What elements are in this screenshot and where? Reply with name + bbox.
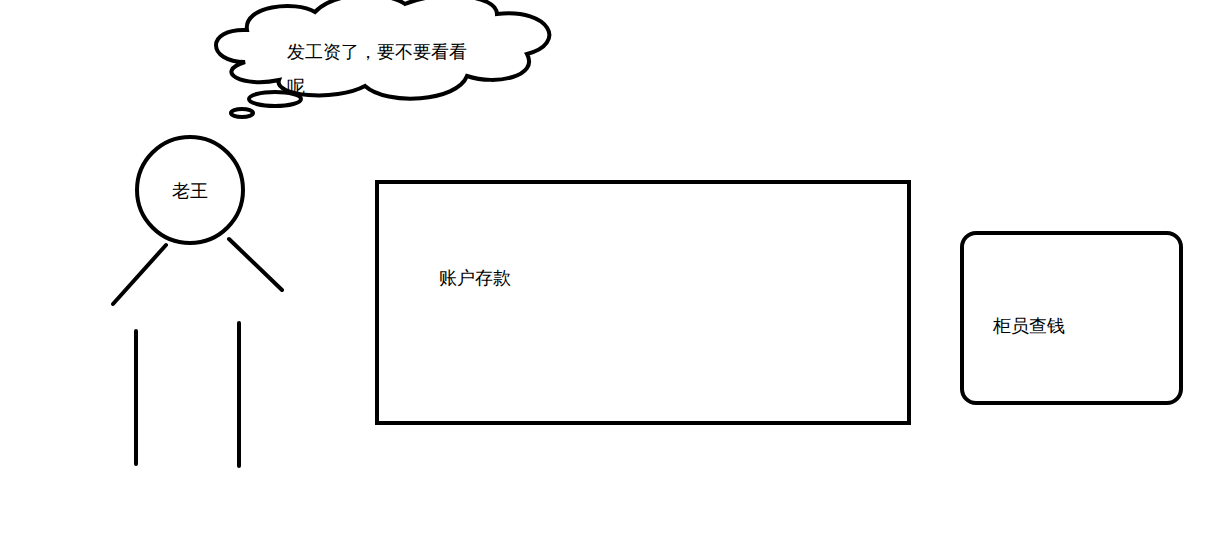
account-box: 账户存款: [375, 180, 911, 425]
stick-leg: [237, 323, 241, 466]
stick-head: 老王: [135, 135, 245, 245]
thought-cloud: 发工资了，要不要看看呢: [205, 0, 555, 100]
stick-arm: [229, 239, 282, 290]
stick-leg: [134, 331, 138, 464]
node-label: 老王: [172, 173, 208, 208]
node-label: 柜员查钱: [993, 308, 1065, 343]
node-label: 发工资了，要不要看看呢: [287, 34, 477, 104]
thought-bubble-tail: [231, 109, 253, 117]
teller-box: 柜员查钱: [960, 231, 1183, 405]
node-label: 账户存款: [439, 260, 511, 295]
stick-arm: [113, 245, 166, 304]
